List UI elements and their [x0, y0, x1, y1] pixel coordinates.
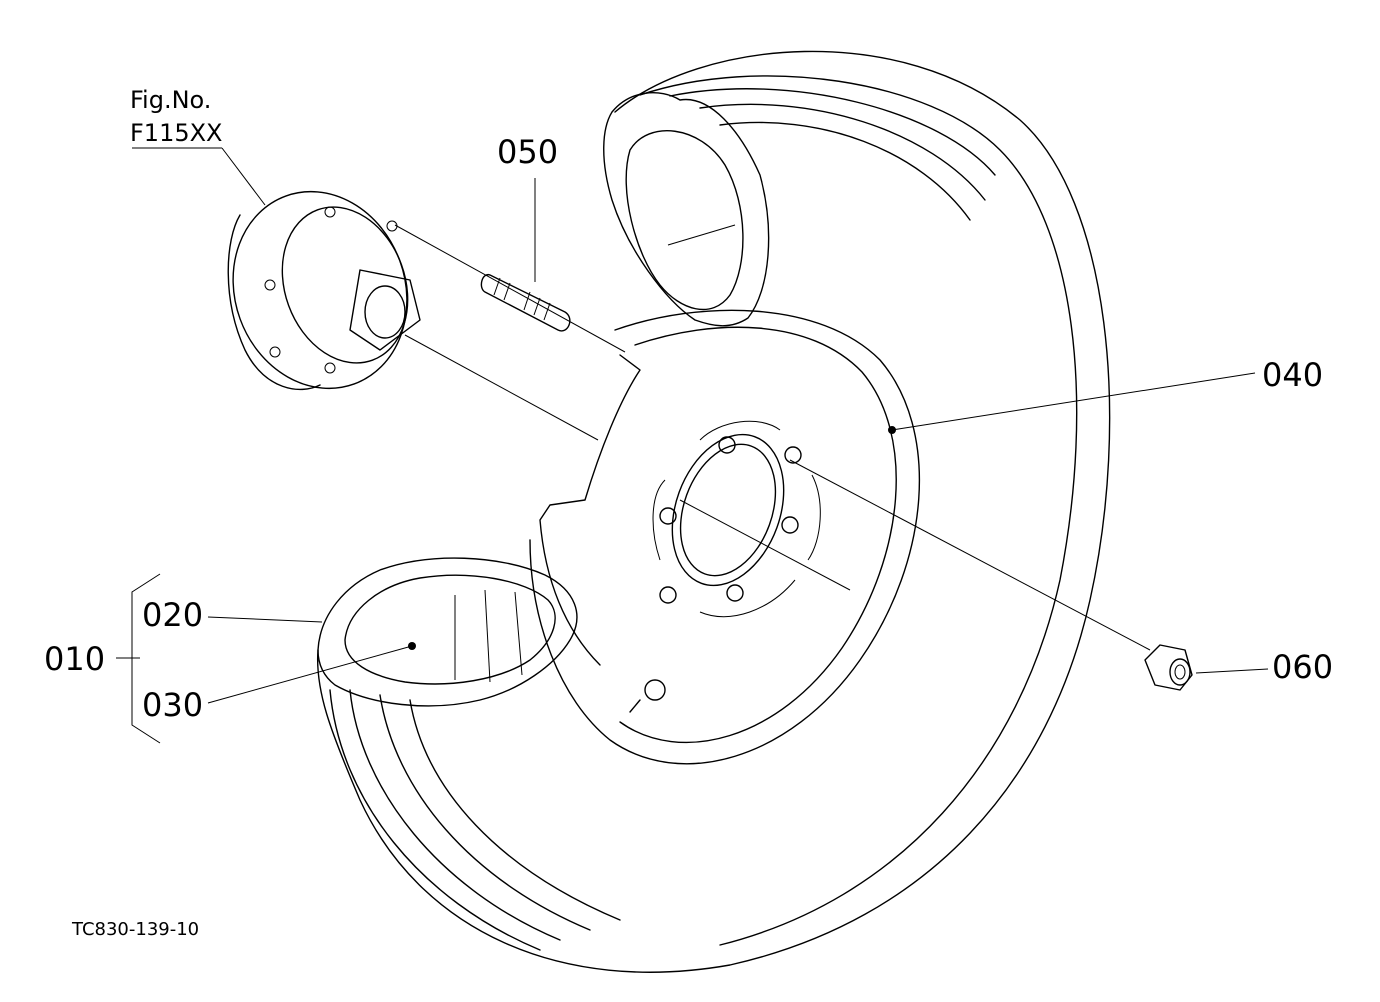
wheel-rim: [529, 309, 921, 765]
callout-dot-030: [408, 642, 416, 650]
figure-ref-line1: Fig.No.: [130, 86, 211, 114]
callout-060: 060: [1272, 648, 1333, 686]
wheel-stud: [480, 274, 571, 332]
wheel-nut: [1144, 644, 1193, 691]
callout-010: 010: [44, 640, 105, 678]
callout-dot-040: [888, 426, 896, 434]
callout-020: 020: [142, 596, 203, 634]
axle-hub: [227, 190, 421, 391]
figure-ref-line2: F115XX: [130, 119, 223, 147]
tire: [316, 50, 1111, 973]
callout-030: 030: [142, 686, 203, 724]
leader-lines: [116, 147, 1269, 744]
callout-050: 050: [497, 133, 558, 171]
drawing-code: TC830-139-10: [71, 919, 199, 940]
callout-040: 040: [1262, 356, 1323, 394]
